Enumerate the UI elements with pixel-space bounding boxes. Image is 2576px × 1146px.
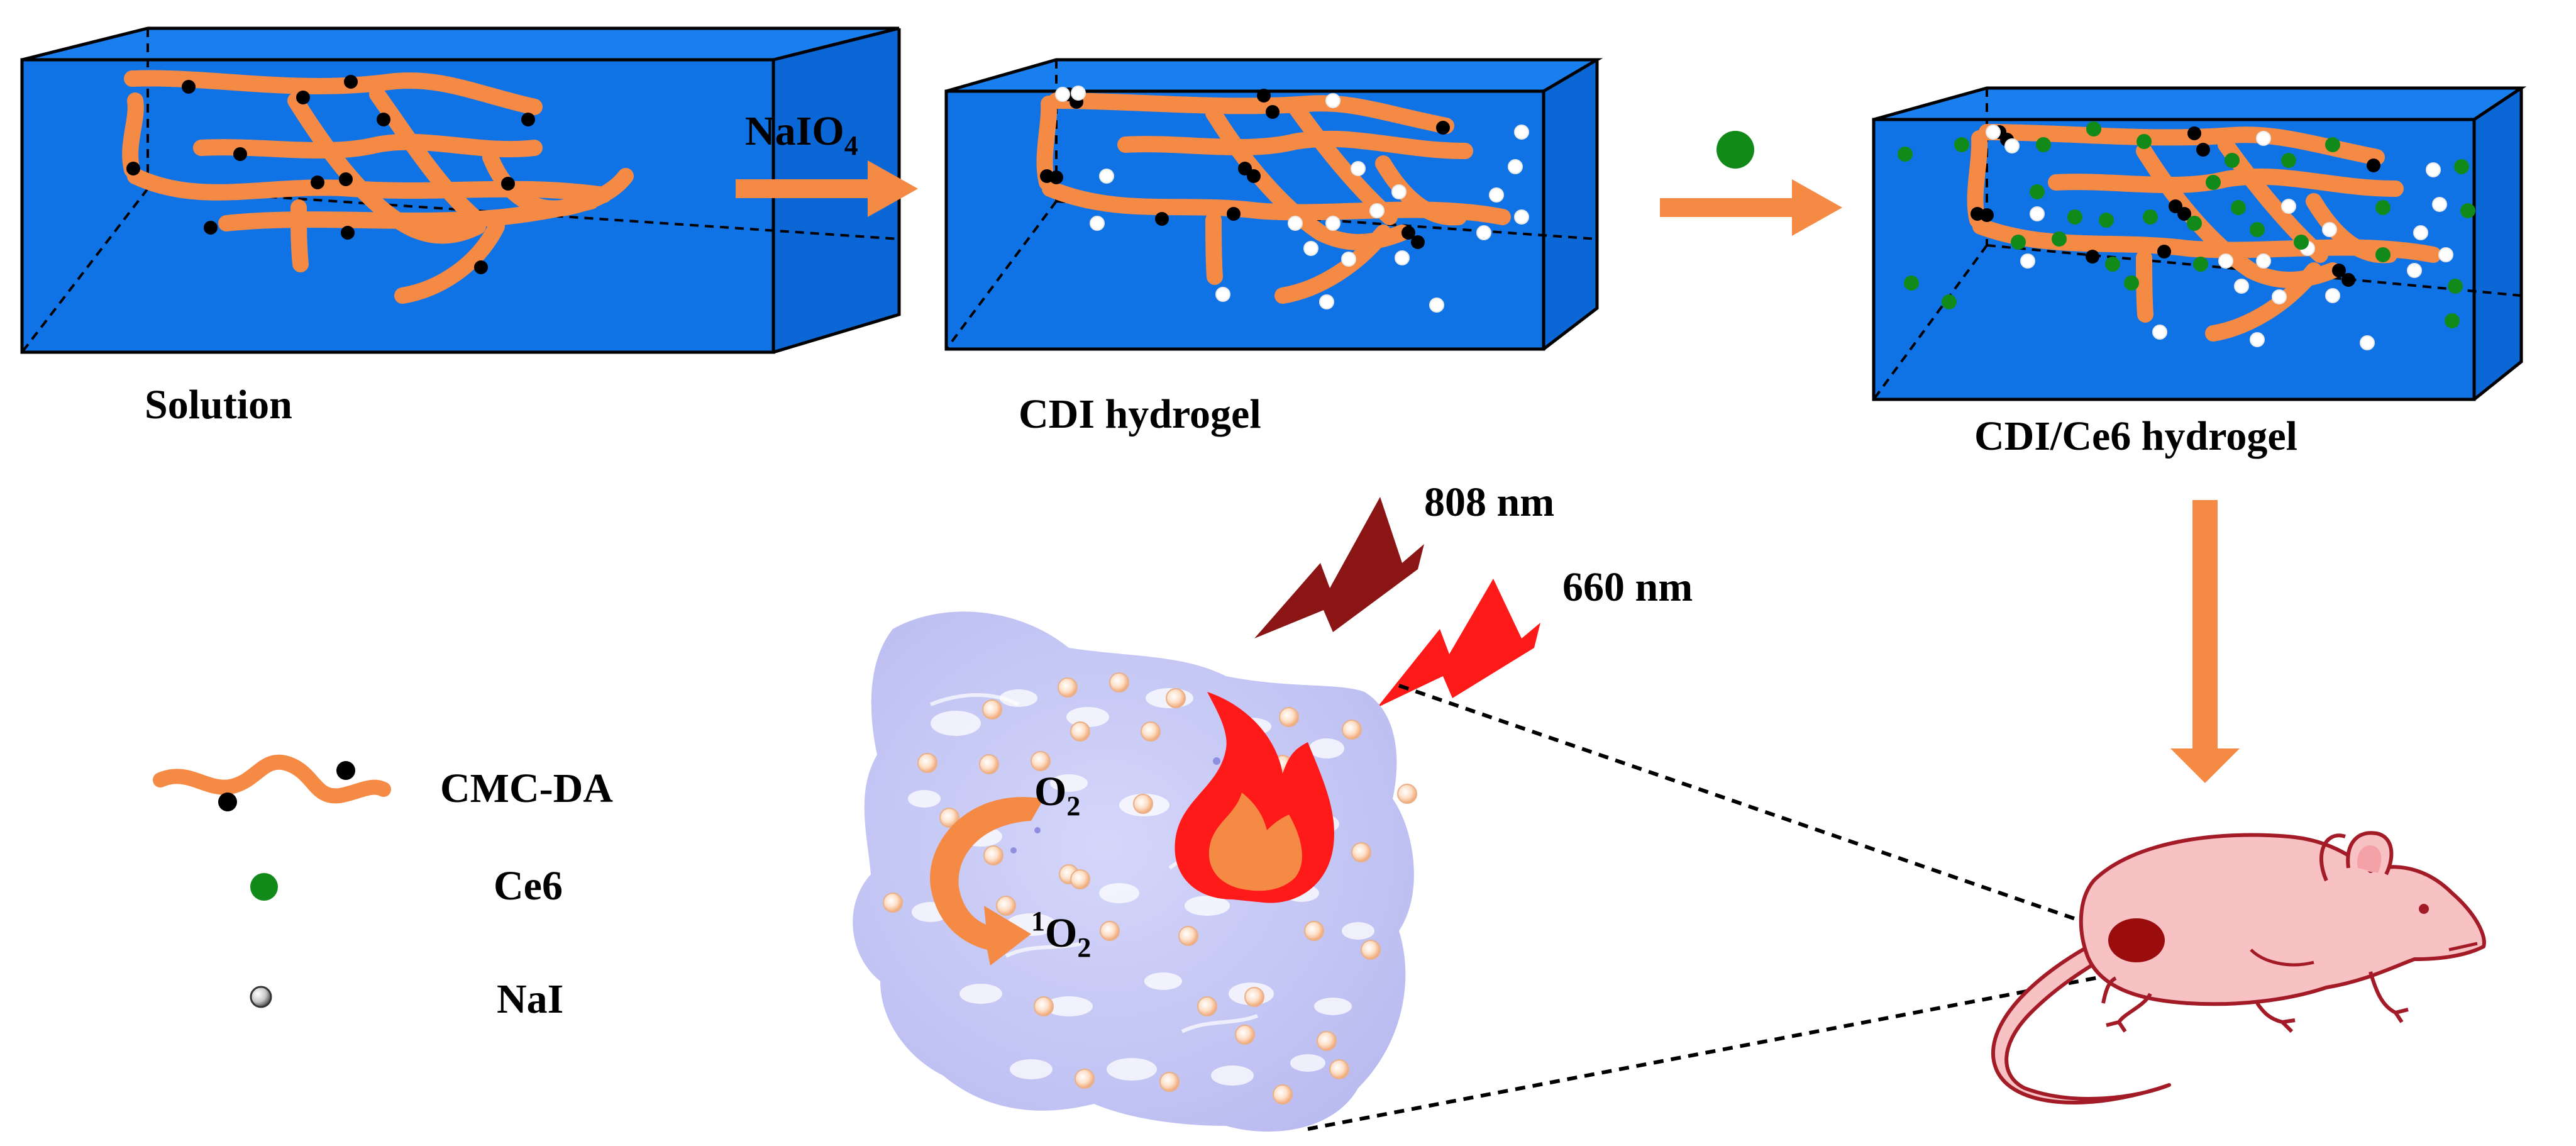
mouse-illustration [1991,831,2486,1104]
ce6-dots [1898,121,2475,328]
cdi-ce6-hydrogel-box [1872,86,2527,401]
oxygen-conversion-arrow [930,797,1044,965]
legend-nai-icon [250,986,272,1008]
flame-icon [1175,692,1334,903]
cdi-hydrogel-label: CDI hydrogel [1019,391,1261,437]
legend-ce6-icon [250,873,278,901]
legend-cmc-da-icon [153,754,391,811]
legend: CMC-DA Ce6 NaI [153,754,613,1022]
legend-cmc-da-label: CMC-DA [440,765,613,811]
legend-nai-label: NaI [497,976,563,1022]
cdi-hydrogel-box [944,58,1603,351]
nai-dots [1055,86,1529,313]
laser-660-bolt [1377,579,1540,708]
down-arrow [2170,500,2240,783]
laser-660-label: 660 nm [1562,564,1693,610]
zoom-lines [1307,684,2129,1131]
ce6-reagent-dot [1716,131,1754,169]
solution-label: Solution [145,382,292,428]
laser-808-label: 808 nm [1424,479,1554,525]
oxygen-label: O2 [1034,769,1080,821]
tumor-site [2108,918,2165,962]
laser-808-bolt [1254,497,1424,638]
cdi-ce6-hydrogel-label: CDI/Ce6 hydrogel [1974,413,2297,459]
singlet-oxygen-label: 1O2 [1031,906,1091,963]
naio4-arrow [736,160,918,217]
catechol-dots [126,75,535,274]
solution-box [20,26,901,354]
legend-ce6-label: Ce6 [494,863,563,909]
naio4-reagent-label: NaIO4 [745,108,858,161]
ce6-addition-arrow [1660,179,1842,236]
mouse-eye [2419,904,2429,914]
